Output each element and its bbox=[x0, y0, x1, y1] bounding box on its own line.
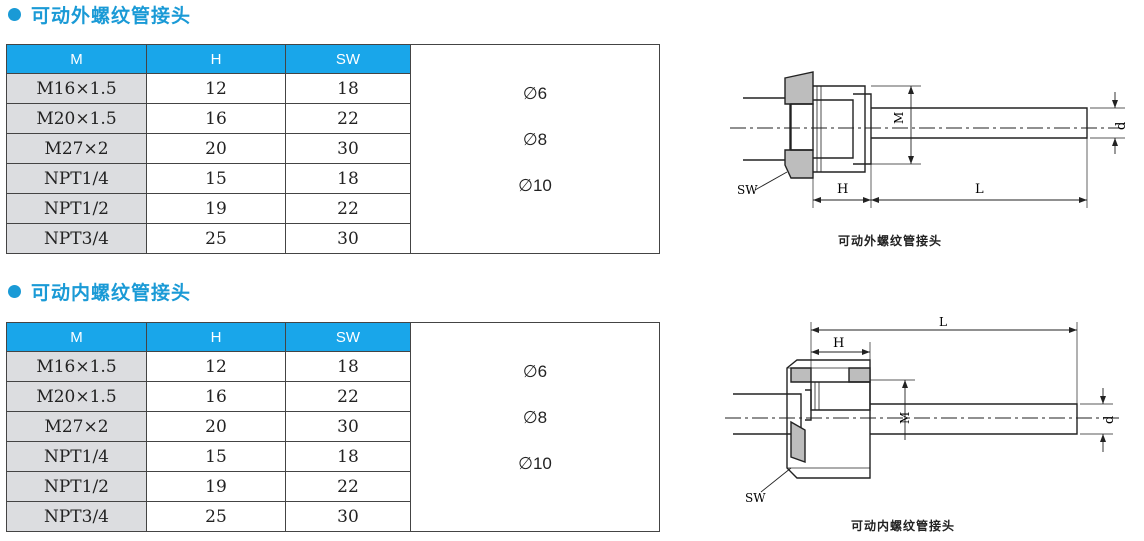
label-sw: SW bbox=[737, 183, 758, 197]
label-h: H bbox=[833, 336, 844, 351]
cell-m: M27×2 bbox=[6, 133, 147, 164]
table-row: M16×1.5 12 18 bbox=[6, 351, 660, 382]
table-header-row: M H SW ∅6 ∅8 ∅10 bbox=[6, 44, 660, 254]
cell-sw: 18 bbox=[285, 351, 411, 382]
cell-h: 19 bbox=[146, 471, 286, 502]
diameter-value: ∅8 bbox=[522, 408, 548, 427]
cell-h: 19 bbox=[146, 193, 286, 224]
spec-table-internal: M H SW ∅6 ∅8 ∅10 M16×1.5 12 18 M20×1.5 1… bbox=[6, 322, 660, 532]
cell-sw: 18 bbox=[285, 441, 411, 472]
label-d: d bbox=[1114, 122, 1129, 130]
cell-h: 25 bbox=[146, 223, 286, 254]
section-title-internal: 可动内螺纹管接头 bbox=[8, 279, 192, 304]
label-sw: SW bbox=[745, 491, 766, 505]
diameter-cell: ∅6 ∅8 ∅10 bbox=[410, 44, 660, 254]
table-row: M20×1.5 16 22 bbox=[6, 381, 660, 412]
cell-sw: 30 bbox=[285, 223, 411, 254]
cell-m: NPT1/2 bbox=[6, 193, 147, 224]
diagram-caption: 可动外螺纹管接头 bbox=[838, 234, 943, 248]
external-fitting-diagram: SW H L M d bbox=[730, 71, 1129, 208]
diameter-cell: ∅6 ∅8 ∅10 bbox=[410, 322, 660, 532]
table-row: M20×1.5 16 22 bbox=[6, 103, 660, 134]
cell-sw: 18 bbox=[285, 73, 411, 104]
cell-m: NPT1/2 bbox=[6, 471, 147, 502]
cell-h: 20 bbox=[146, 411, 286, 442]
section-title-text: 可动内螺纹管接头 bbox=[31, 281, 192, 304]
diagram-caption: 可动内螺纹管接头 bbox=[851, 519, 956, 533]
cell-m: M20×1.5 bbox=[6, 103, 147, 134]
cell-sw: 22 bbox=[285, 381, 411, 412]
table-header-row: M H SW ∅6 ∅8 ∅10 bbox=[6, 322, 660, 532]
label-d: d bbox=[1102, 416, 1117, 424]
cell-sw: 30 bbox=[285, 133, 411, 164]
cell-h: 16 bbox=[146, 103, 286, 134]
diameter-value: ∅8 bbox=[522, 130, 548, 149]
table-row: M27×2 20 30 bbox=[6, 133, 660, 164]
cell-h: 15 bbox=[146, 163, 286, 194]
cell-m: NPT3/4 bbox=[6, 223, 147, 254]
cell-m: M16×1.5 bbox=[6, 73, 147, 104]
table-row: NPT3/4 25 30 bbox=[6, 501, 660, 532]
header-sw: SW bbox=[285, 44, 411, 74]
cell-sw: 22 bbox=[285, 193, 411, 224]
header-h: H bbox=[146, 44, 286, 74]
cell-m: NPT1/4 bbox=[6, 441, 147, 472]
cell-h: 12 bbox=[146, 351, 286, 382]
table-row: NPT1/2 19 22 bbox=[6, 193, 660, 224]
section-title-text: 可动外螺纹管接头 bbox=[31, 4, 192, 27]
cell-m: M20×1.5 bbox=[6, 381, 147, 412]
table-row: NPT1/4 15 18 bbox=[6, 163, 660, 194]
header-m: M bbox=[6, 44, 147, 74]
header-h: H bbox=[146, 322, 286, 352]
diameter-value: ∅6 bbox=[522, 84, 548, 103]
cell-h: 12 bbox=[146, 73, 286, 104]
cell-h: 20 bbox=[146, 133, 286, 164]
cell-h: 15 bbox=[146, 441, 286, 472]
cell-m: NPT3/4 bbox=[6, 501, 147, 532]
spec-table-external: M H SW ∅6 ∅8 ∅10 M16×1.5 12 18 M20×1.5 1… bbox=[6, 44, 660, 254]
cell-m: NPT1/4 bbox=[6, 163, 147, 194]
label-m: M bbox=[898, 412, 912, 424]
header-m: M bbox=[6, 322, 147, 352]
label-l: L bbox=[975, 182, 984, 197]
cell-sw: 30 bbox=[285, 501, 411, 532]
label-h: H bbox=[837, 182, 848, 197]
table-row: NPT3/4 25 30 bbox=[6, 223, 660, 254]
cell-sw: 30 bbox=[285, 411, 411, 442]
cell-sw: 18 bbox=[285, 163, 411, 194]
table-row: M16×1.5 12 18 bbox=[6, 73, 660, 104]
bullet-icon bbox=[8, 7, 21, 21]
diameter-value: ∅10 bbox=[518, 176, 552, 195]
header-sw: SW bbox=[285, 322, 411, 352]
bullet-icon bbox=[8, 284, 21, 298]
cell-sw: 22 bbox=[285, 471, 411, 502]
label-l: L bbox=[939, 315, 947, 329]
cell-m: M16×1.5 bbox=[6, 351, 147, 382]
section-title-external: 可动外螺纹管接头 bbox=[8, 2, 192, 27]
label-m: M bbox=[892, 112, 906, 124]
cell-h: 25 bbox=[146, 501, 286, 532]
diameter-value: ∅10 bbox=[518, 454, 552, 473]
cell-sw: 22 bbox=[285, 103, 411, 134]
cell-h: 16 bbox=[146, 381, 286, 412]
internal-fitting-diagram: L H M d SW bbox=[725, 315, 1120, 505]
cell-m: M27×2 bbox=[6, 411, 147, 442]
diameter-value: ∅6 bbox=[522, 362, 548, 381]
table-row: NPT1/2 19 22 bbox=[6, 471, 660, 502]
